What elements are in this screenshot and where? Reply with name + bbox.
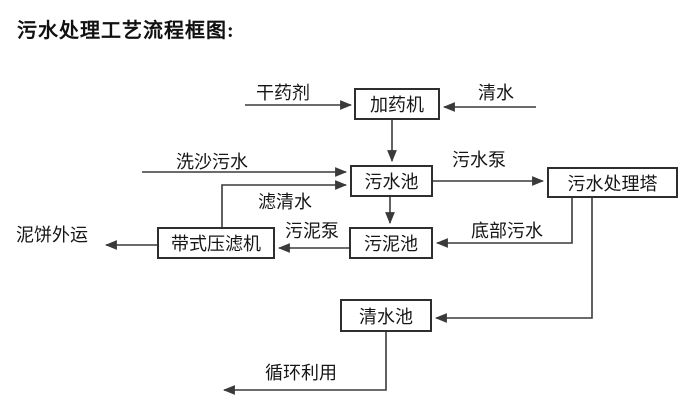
node-clear-water-pool-label: 清水池 — [359, 306, 413, 327]
edge-filtered-water — [221, 180, 348, 227]
edge-label-bottom-sewage: 底部污水 — [471, 221, 543, 241]
edge-bottom-sewage — [435, 198, 573, 248]
node-treatment-tower: 污水处理塔 — [547, 167, 678, 198]
node-belt-filter-press-label: 带式压滤机 — [171, 234, 261, 254]
node-dosing-machine: 加药机 — [354, 88, 440, 120]
node-sludge-pool: 污泥池 — [349, 227, 433, 259]
edge-label-filtered-water: 滤清水 — [258, 192, 312, 212]
node-treatment-tower-label: 污水处理塔 — [567, 173, 658, 194]
edge-label-dry-chemical: 干药剂 — [256, 83, 310, 103]
edge-label-sludge-pump: 污泥泵 — [285, 221, 339, 241]
edge-label-sewage-pump: 污水泵 — [452, 150, 506, 170]
node-sewage-pool: 污水池 — [350, 165, 433, 197]
node-belt-filter-press: 带式压滤机 — [157, 227, 275, 259]
node-sludge-pool-label: 污泥池 — [364, 234, 418, 254]
edge-label-sand-washing-sewage: 洗沙污水 — [176, 152, 248, 172]
page-title: 污水处理工艺流程框图: — [17, 20, 235, 42]
edge-label-mud-cake-out: 泥饼外运 — [16, 225, 88, 245]
edge-tower-to-clear-water-pool — [434, 198, 593, 323]
edge-label-clear-water: 清水 — [478, 83, 514, 103]
node-sewage-pool-label: 污水池 — [364, 172, 419, 192]
node-clear-water-pool: 清水池 — [340, 299, 432, 332]
node-dosing-machine-label: 加药机 — [370, 95, 424, 115]
edge-recycling — [222, 332, 387, 395]
edge-label-recycling: 循环利用 — [265, 363, 337, 383]
